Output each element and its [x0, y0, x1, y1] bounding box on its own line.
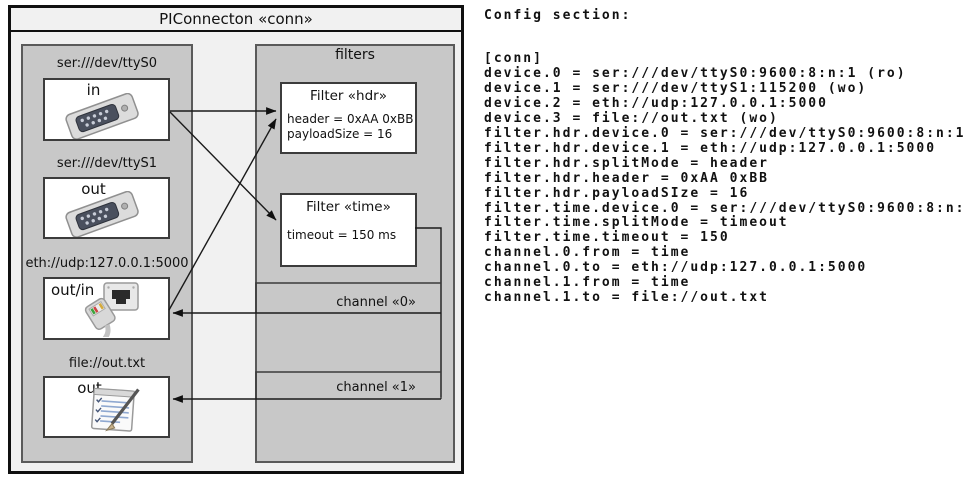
filter-attribute: timeout = 150 ms [287, 228, 397, 242]
device-eth-label: eth://udp:127.0.0.1:5000 [25, 256, 189, 271]
filter-hdr-box: Filter «hdr» header = 0xAA 0xBB payloadS… [280, 82, 417, 154]
notepad-icon [90, 387, 140, 432]
filter-time-box: Filter «time» timeout = 150 ms [280, 193, 417, 267]
config-section-heading: Config section: [484, 8, 632, 23]
ethernet-cable-icon [84, 297, 116, 337]
device-ttys0-label: ser:///dev/ttyS0 [56, 56, 158, 71]
filter-attribute: header = 0xAA 0xBB [287, 112, 414, 126]
device-ttys1-label: ser:///dev/ttyS1 [56, 156, 158, 171]
device-ttys1-box: out [43, 177, 170, 239]
diagram-title: PIConnecton «conn» [11, 8, 461, 32]
device-file-box: out [43, 376, 170, 438]
channel-0-label: channel «0» [336, 295, 416, 310]
channel-1-label: channel «1» [336, 380, 416, 395]
filter-title: Filter «time» [306, 199, 391, 215]
device-direction-label: out/in [51, 281, 95, 299]
filter-attribute: payloadSize = 16 [287, 126, 393, 141]
serial-connector-icon [65, 93, 139, 139]
filters-panel-title: filters [335, 47, 375, 63]
filter-title: Filter «hdr» [310, 88, 387, 104]
ethernet-jack-icon [103, 282, 139, 311]
device-eth-box: out/in [43, 277, 170, 340]
config-code: [conn] device.0 = ser:///dev/ttyS0:9600:… [484, 51, 964, 306]
device-ttys0-box: in [43, 78, 170, 141]
serial-connector-icon [65, 191, 139, 237]
device-direction-label: in [86, 81, 101, 99]
device-direction-label: out [81, 180, 106, 198]
device-file-label: file://out.txt [68, 356, 146, 371]
